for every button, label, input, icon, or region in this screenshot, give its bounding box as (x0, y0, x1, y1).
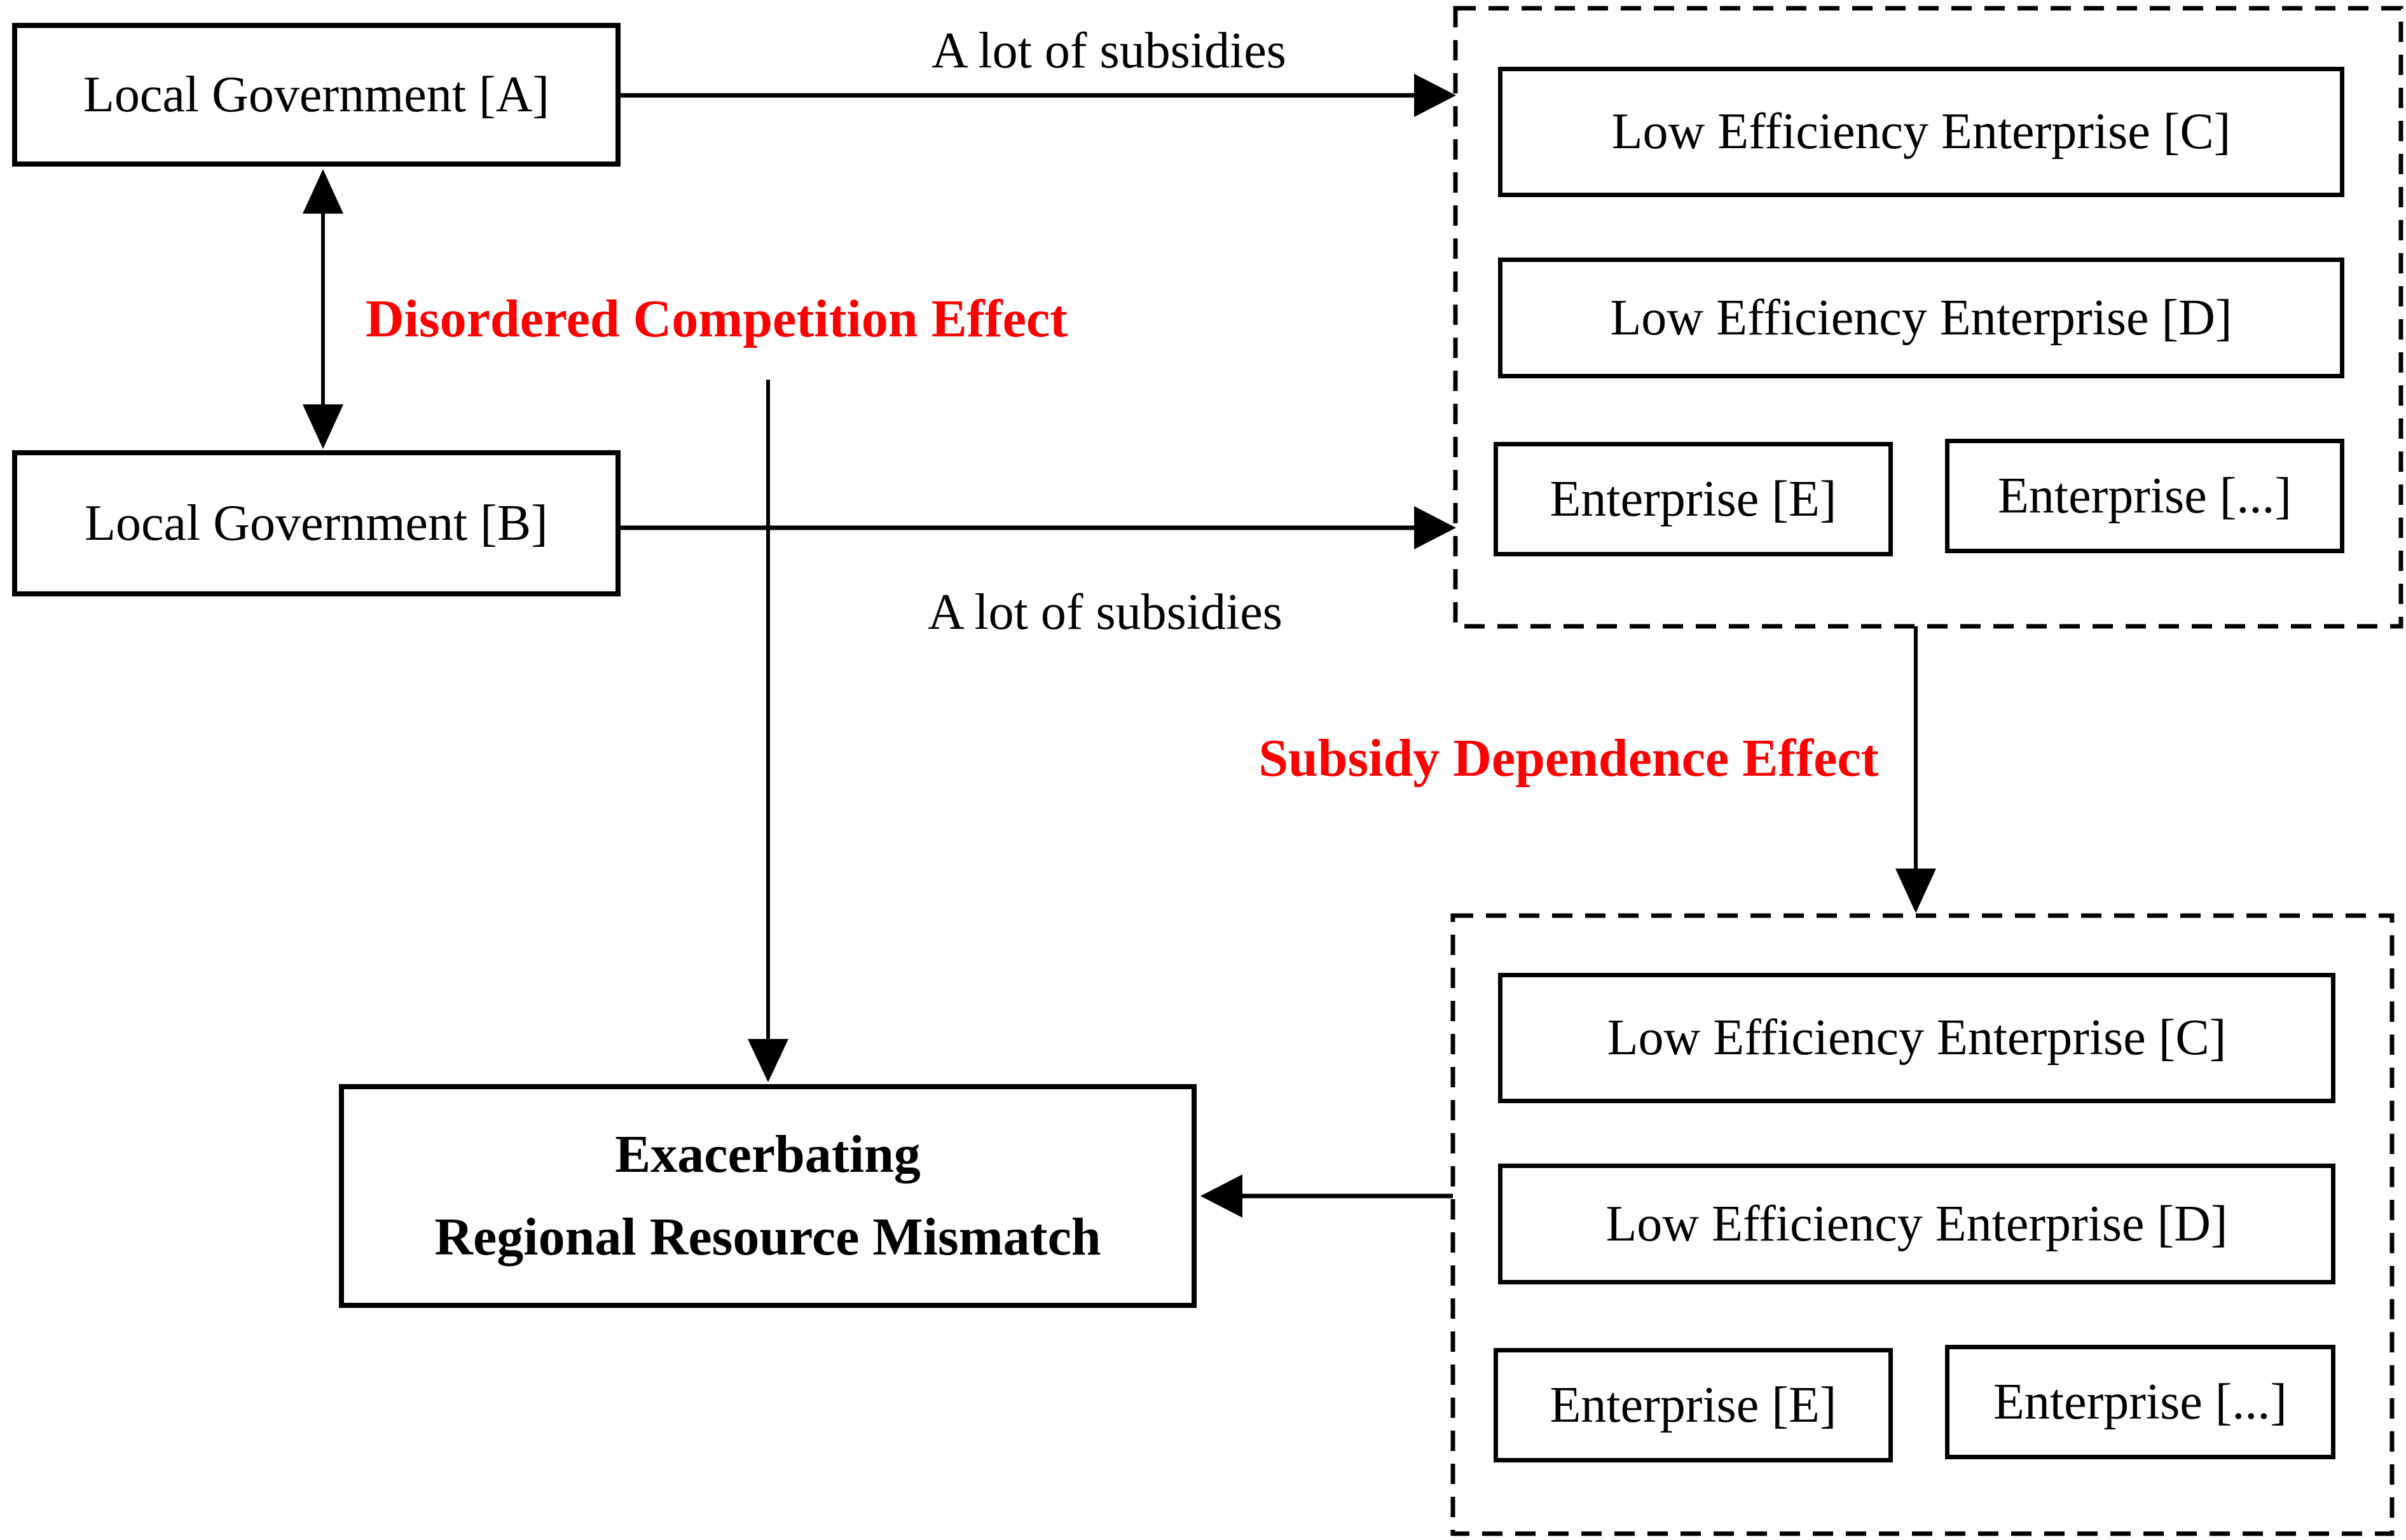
edge-label-subsidies-bottom: A lot of subsidies (928, 584, 1282, 640)
arrow-dependence-top-to-bottom-cluster (1895, 626, 1936, 913)
top-enterprise-e-label: Enterprise [E] (1550, 471, 1837, 527)
node-local-government-b: Local Government [B] (12, 450, 621, 596)
edge-label-subsidies-top: A lot of subsidies (931, 23, 1286, 79)
edge-label-subsidy-dependence-effect: Subsidy Dependence Effect (1258, 729, 1879, 788)
top-enterprise-others-label: Enterprise [...] (1997, 467, 2292, 524)
node-bottom-low-efficiency-enterprise-d: Low Efficiency Enterprise [D] (1498, 1164, 2335, 1284)
node-top-low-efficiency-enterprise-c: Low Efficiency Enterprise [C] (1498, 67, 2344, 197)
bottom-enterprise-e-label: Enterprise [E] (1550, 1377, 1837, 1433)
arrow-competition-to-mismatch (748, 380, 788, 1082)
arrowhead-down-icon (1895, 869, 1936, 913)
arrowhead-right-icon (1414, 74, 1456, 117)
node-bottom-low-efficiency-enterprise-c: Low Efficiency Enterprise [C] (1498, 973, 2335, 1103)
node-bottom-enterprise-e: Enterprise [E] (1494, 1348, 1893, 1462)
bottom-enterprise-d-label: Low Efficiency Enterprise [D] (1605, 1195, 2228, 1252)
node-local-government-b-label: Local Government [B] (85, 495, 548, 551)
arrowhead-down-icon (748, 1039, 788, 1082)
arrowhead-down-icon (303, 404, 343, 449)
arrowhead-right-icon (1414, 506, 1456, 549)
node-top-low-efficiency-enterprise-d: Low Efficiency Enterprise [D] (1498, 258, 2344, 378)
arrow-gov-b-to-enterprises (621, 506, 1456, 549)
arrow-gov-a-gov-b-bidirectional (303, 169, 343, 449)
node-local-government-a: Local Government [A] (12, 23, 621, 167)
node-top-enterprise-others: Enterprise [...] (1945, 439, 2344, 553)
node-regional-resource-mismatch: Exacerbating Regional Resource Mismatch (339, 1084, 1197, 1308)
mismatch-label-line1: Exacerbating (615, 1125, 921, 1184)
arrowhead-up-icon (303, 169, 343, 214)
node-local-government-a-label: Local Government [A] (83, 66, 550, 123)
node-top-enterprise-e: Enterprise [E] (1494, 442, 1893, 556)
node-bottom-enterprise-others: Enterprise [...] (1945, 1345, 2335, 1459)
arrow-enterprises-to-mismatch (1200, 1174, 1453, 1218)
arrow-gov-a-to-enterprises (621, 74, 1456, 117)
arrowhead-left-icon (1200, 1174, 1242, 1218)
top-enterprise-d-label: Low Efficiency Enterprise [D] (1610, 289, 2232, 346)
bottom-enterprise-others-label: Enterprise [...] (1993, 1373, 2288, 1430)
bottom-enterprise-c-label: Low Efficiency Enterprise [C] (1607, 1010, 2227, 1066)
mismatch-label-line2: Regional Resource Mismatch (434, 1207, 1101, 1267)
edge-label-disordered-competition-effect: Disordered Competition Effect (365, 289, 1068, 348)
top-enterprise-c-label: Low Efficiency Enterprise [C] (1611, 104, 2231, 160)
